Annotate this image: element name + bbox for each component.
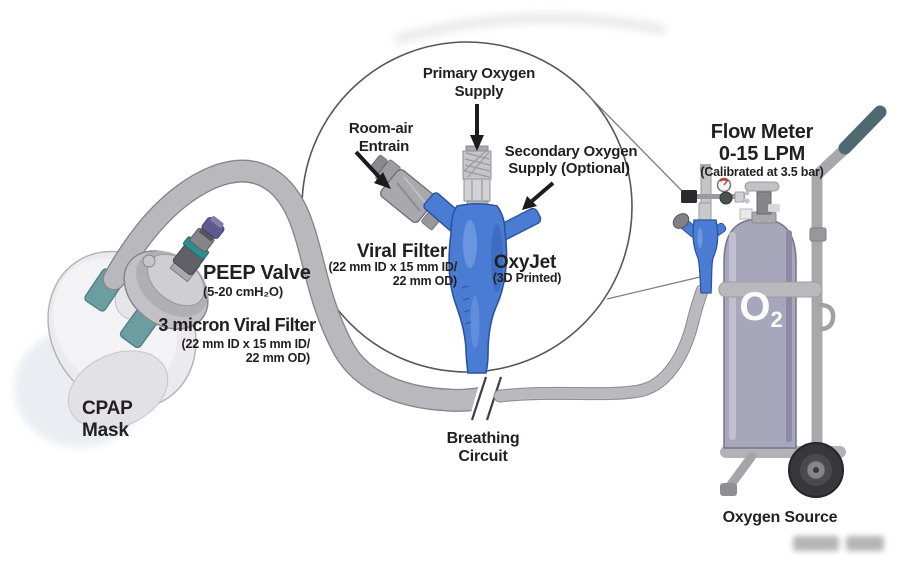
room-air-filter-actual: [672, 213, 690, 229]
flow-meter-label-2: 0-15 LPM: [718, 143, 806, 165]
flow-meter-connector: [681, 190, 697, 203]
magnifier-leader-lines: [583, 90, 701, 300]
post-clamp: [809, 227, 827, 242]
peep-valve-subtitle: (5-20 cmH₂O): [203, 284, 283, 299]
primary-supply-connector: [462, 145, 492, 210]
oxyjet-title: OxyJet: [493, 252, 557, 273]
secondary-supply-arrow-icon: [522, 181, 555, 210]
viral-filter-title: Viral Filter: [356, 241, 448, 262]
flow-meter-label-1: Flow Meter: [710, 121, 814, 143]
cart-post: [811, 141, 852, 470]
breathing-tube-left: [102, 159, 495, 412]
cart-foot: [720, 483, 737, 496]
peep-valve: [169, 216, 225, 283]
oxyjet-device-magnified: [370, 145, 542, 374]
room-air-arrow-icon: [354, 150, 391, 189]
breathing-circuit-label-1: Breathing: [446, 430, 520, 447]
oxygen-source-label: Oxygen Source: [722, 509, 838, 526]
cart-wheel: [788, 442, 844, 498]
micron-filter-title: 3 micron Viral Filter: [158, 315, 316, 335]
viral-filter-spec-1: (22 mm ID x 15 mm ID/: [328, 260, 458, 274]
micron-filter-spec-2: 22 mm OD): [245, 351, 310, 365]
room-air-label-2: Entrain: [358, 138, 410, 155]
oxygen-tank: [718, 181, 823, 449]
oxygen-cart: [720, 105, 887, 498]
oxyjet-actual-body: [692, 219, 719, 294]
tank-o2-label: O2: [739, 285, 783, 332]
viral-filter-spec-2: 22 mm OD): [392, 274, 457, 288]
primary-supply-arrow-icon: [470, 104, 484, 151]
cart-hook: [817, 302, 836, 332]
primary-oxygen-label-1: Primary Oxygen: [422, 65, 536, 82]
cpap-mask-label-2: Mask: [82, 420, 129, 441]
peep-valve-title: PEEP Valve: [203, 262, 311, 284]
annotation-arrows: [354, 104, 555, 210]
cart-handle: [838, 105, 887, 155]
primary-oxygen-label-2: Supply: [454, 83, 504, 100]
room-air-filter: [370, 154, 443, 231]
flow-meter-label-3: (Calibrated at 3.5 bar): [700, 165, 824, 179]
tank-strap: [718, 281, 823, 298]
cart-leg: [725, 451, 757, 491]
room-air-label-1: Room-air: [348, 120, 414, 137]
cpap-mask-label-1: CPAP: [82, 398, 133, 419]
flow-meter-rod: [693, 194, 745, 199]
micron-filter-spec-1: (22 mm ID x 15 mm ID/: [181, 337, 311, 351]
secondary-oxygen-label-2: Supply (Optional): [508, 160, 630, 177]
pressure-gauge-icon: [716, 177, 732, 193]
breathing-tube-right: [493, 284, 709, 403]
flow-knob: [719, 191, 733, 205]
flow-meter: [681, 164, 750, 205]
print-ribs: [461, 285, 472, 325]
background-swoosh: [393, 12, 667, 46]
oxyjet-device-actual: [672, 202, 727, 294]
oxyjet-subtitle: (3D Printed): [492, 271, 562, 285]
watermark-blurred: [793, 536, 885, 551]
secondary-oxygen-label-1: Secondary Oxygen: [504, 143, 638, 160]
breathing-circuit-label-2: Circuit: [458, 448, 508, 465]
tank-valve: [739, 181, 780, 224]
